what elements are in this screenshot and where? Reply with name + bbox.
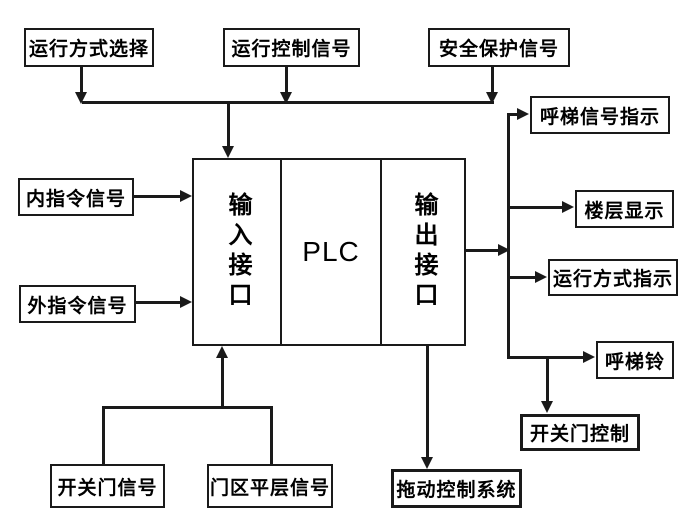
node-run-control-signal: 运行控制信号 [223, 28, 360, 67]
node-plc-label: PLC [302, 236, 360, 267]
node-outer-command-signal: 外指令信号 [19, 285, 136, 323]
node-door-zone-leveling-signal-label: 门区平层信号 [209, 477, 330, 499]
node-call-bell-label: 呼梯铃 [604, 351, 665, 373]
connector-branch-floor-display [507, 206, 564, 209]
node-door-switch-signal: 开关门信号 [50, 464, 165, 508]
arrowhead-call-bell [583, 351, 595, 363]
arrowhead-door-control [541, 401, 553, 413]
connector-door-zone-riser [270, 406, 273, 464]
arrowhead-floor-display [562, 201, 574, 213]
node-call-signal-indicator-label: 呼梯信号指示 [539, 106, 660, 128]
node-run-mode-indicator-label: 运行方式指示 [552, 269, 673, 290]
connector-bus-to-input [227, 101, 230, 147]
connector-run-control-signal-drop [285, 67, 288, 95]
node-call-signal-indicator: 呼梯信号指示 [530, 96, 670, 134]
arrowhead-run-mode-select [75, 92, 87, 104]
node-door-control-label: 开关门控制 [529, 424, 630, 445]
node-drive-control-system: 拖动控制系统 [391, 469, 522, 508]
node-call-bell: 呼梯铃 [596, 341, 674, 379]
connector-bottom-bus-to-input [221, 357, 224, 407]
node-inner-command-signal: 内指令信号 [18, 178, 134, 216]
connector-output-to-trunk [465, 249, 501, 252]
connector-outer-command [136, 301, 182, 304]
connector-branch-run-mode-indicator [507, 276, 537, 279]
node-floor-display: 楼层显示 [575, 190, 674, 228]
arrowhead-outer-command [180, 296, 192, 308]
node-safety-protect-signal-label: 安全保护信号 [438, 39, 559, 60]
connector-safety-protect-drop [491, 67, 494, 95]
node-run-mode-select: 运行方式选择 [24, 28, 154, 67]
node-output-interface: 输出接口 [382, 160, 464, 344]
connector-branch-door-control [546, 356, 549, 403]
node-door-zone-leveling-signal: 门区平层信号 [207, 464, 333, 508]
connector-output-to-drive-control [426, 345, 429, 459]
node-drive-control-system-label: 拖动控制系统 [396, 480, 517, 501]
node-output-interface-label: 输出接口 [410, 192, 437, 312]
arrowhead-inner-command [180, 190, 192, 202]
arrowhead-bus-to-input [222, 146, 234, 158]
connector-output-trunk [507, 113, 510, 359]
node-input-interface-label: 输入接口 [224, 192, 251, 312]
arrowhead-run-mode-indicator [535, 271, 547, 283]
arrowhead-safety-protect [486, 92, 498, 104]
connector-run-mode-select-drop [80, 67, 83, 95]
node-door-control: 开关门控制 [520, 414, 640, 451]
node-input-interface: 输入接口 [194, 160, 280, 344]
connector-branch-call-signal-indicator [507, 113, 518, 116]
node-plc: PLC [280, 160, 382, 344]
node-floor-display-label: 楼层显示 [584, 200, 665, 222]
arrowhead-bottom-bus-to-input [216, 346, 228, 358]
node-door-switch-signal-label: 开关门信号 [57, 477, 158, 499]
node-run-control-signal-label: 运行控制信号 [231, 39, 352, 60]
node-outer-command-signal-label: 外指令信号 [27, 295, 128, 317]
connector-inner-command [134, 195, 182, 198]
node-inner-command-signal-label: 内指令信号 [25, 188, 126, 210]
node-run-mode-select-label: 运行方式选择 [28, 39, 149, 60]
connector-door-switch-riser [102, 406, 105, 464]
arrowhead-run-control-signal [280, 92, 292, 104]
node-safety-protect-signal: 安全保护信号 [428, 28, 570, 67]
node-plc-block: 输入接口 PLC 输出接口 [192, 158, 466, 346]
connector-bottom-bus [102, 406, 273, 409]
arrowhead-call-signal-indicator [517, 108, 529, 120]
node-run-mode-indicator: 运行方式指示 [548, 259, 678, 296]
arrowhead-drive-control [421, 457, 433, 469]
